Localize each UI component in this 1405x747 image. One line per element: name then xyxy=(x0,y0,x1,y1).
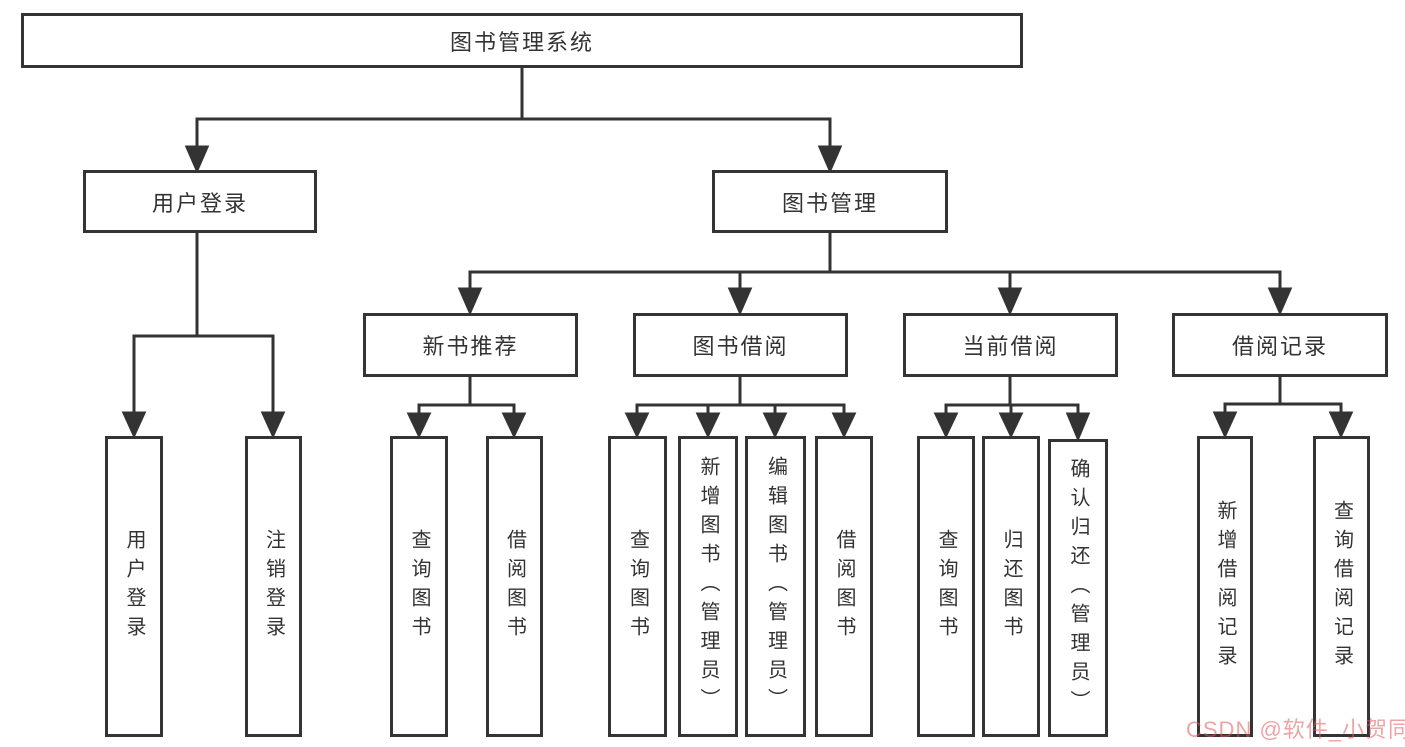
node-label: 图书管理 xyxy=(781,190,878,216)
node-label: 新增图书（管理员） xyxy=(697,456,719,717)
node-leaf-bor-query-books: 查询图书 xyxy=(608,436,667,737)
arrowhead-icon xyxy=(184,145,210,174)
node-label: 借阅记录 xyxy=(1231,334,1328,359)
node-label: 注销登录 xyxy=(262,528,285,645)
node-label: 归还图书 xyxy=(1000,528,1022,645)
node-label: 借阅图书 xyxy=(833,528,855,645)
node-leaf-cur-confirm-return: 确认归还（管理员） xyxy=(1048,439,1108,737)
node-label: 查询图书 xyxy=(626,528,649,645)
node-book-borrow: 图书借阅 xyxy=(633,313,848,377)
node-label: 图书借阅 xyxy=(692,334,789,359)
node-root: 图书管理系统 xyxy=(21,13,1023,68)
node-current-borrow: 当前借阅 xyxy=(903,313,1118,377)
arrowhead-icon xyxy=(695,412,721,439)
node-label: 查询借阅记录 xyxy=(1330,499,1353,674)
arrowhead-icon xyxy=(1267,287,1293,316)
arrowhead-icon xyxy=(997,287,1023,316)
connector-current-borrow-to-leaves xyxy=(933,375,1091,442)
node-label: 查询图书 xyxy=(408,528,430,645)
arrowhead-icon xyxy=(762,412,788,439)
node-leaf-cur-return-books: 归还图书 xyxy=(982,436,1040,737)
node-leaf-bor-add-books: 新增图书（管理员） xyxy=(678,436,738,737)
node-leaf-rec-query-books: 查询图书 xyxy=(390,436,448,737)
node-leaf-rec-borrow-books: 借阅图书 xyxy=(486,436,543,737)
node-leaf-bor-edit-books: 编辑图书（管理员） xyxy=(745,436,806,737)
arrowhead-icon xyxy=(260,411,286,439)
connector-user-login-to-leaves xyxy=(121,231,286,439)
connector-new-book-rec-to-leaves xyxy=(406,375,527,439)
node-label: 借阅图书 xyxy=(503,528,526,645)
watermark-text: CSDN @软件_小贺同学 xyxy=(1186,717,1405,742)
node-label: 编辑图书（管理员） xyxy=(764,456,787,717)
arrowhead-icon xyxy=(624,412,650,439)
node-leaf-user-login: 用户登录 xyxy=(105,436,163,737)
node-label: 图书管理系统 xyxy=(449,29,594,55)
arrowhead-icon xyxy=(933,412,959,439)
arrowhead-icon xyxy=(406,412,432,439)
arrowhead-icon xyxy=(1328,411,1354,439)
arrowhead-icon xyxy=(121,411,147,439)
arrowhead-icon xyxy=(457,287,483,316)
node-user-login: 用户登录 xyxy=(83,170,317,233)
node-leaf-cur-query-books: 查询图书 xyxy=(917,436,975,737)
node-new-book-rec: 新书推荐 xyxy=(363,313,578,377)
arrowhead-icon xyxy=(1065,412,1091,442)
node-leaf-bor-borrow-books: 借阅图书 xyxy=(815,436,873,737)
arrowhead-icon xyxy=(998,412,1024,439)
arrowhead-icon xyxy=(727,287,753,316)
arrowhead-icon xyxy=(501,412,527,439)
node-borrow-record: 借阅记录 xyxy=(1172,313,1388,377)
node-label: 用户登录 xyxy=(151,190,248,216)
node-label: 确认归还（管理员） xyxy=(1067,457,1089,719)
arrowhead-icon xyxy=(817,145,843,174)
node-leaf-recd-add-record: 新增借阅记录 xyxy=(1197,436,1253,737)
node-label: 新书推荐 xyxy=(422,334,519,359)
connector-book-borrow-to-leaves xyxy=(624,375,857,439)
node-label: 当前借阅 xyxy=(962,334,1059,359)
arrowhead-icon xyxy=(831,412,857,439)
connector-book-mgmt-to-level3 xyxy=(457,231,1293,316)
node-book-mgmt: 图书管理 xyxy=(712,170,948,233)
node-leaf-logout: 注销登录 xyxy=(245,436,302,737)
node-leaf-recd-query-record: 查询借阅记录 xyxy=(1313,436,1370,737)
node-label: 新增借阅记录 xyxy=(1214,499,1236,674)
arrowhead-icon xyxy=(1212,411,1238,439)
connector-root-to-level2 xyxy=(184,66,843,174)
node-label: 查询图书 xyxy=(935,528,957,645)
connector-borrow-record-to-leaves xyxy=(1212,375,1354,439)
node-label: 用户登录 xyxy=(123,528,145,645)
